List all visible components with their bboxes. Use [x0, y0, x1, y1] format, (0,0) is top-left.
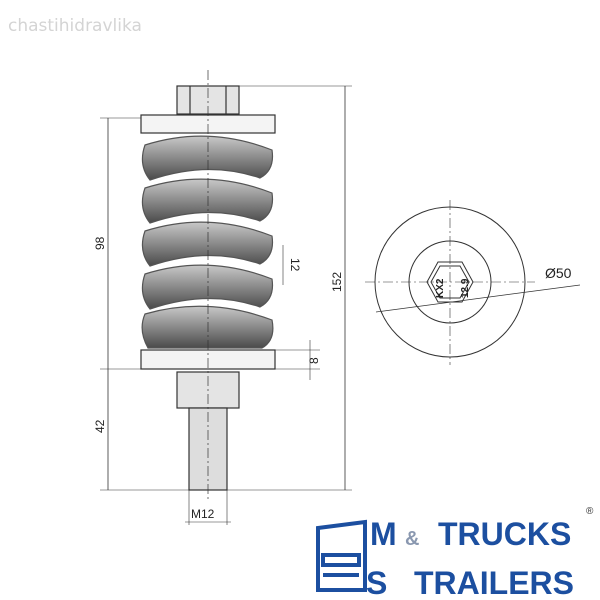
logo-m: M: [370, 516, 397, 552]
dim-m12: M12: [191, 507, 215, 521]
logo-amp: &: [405, 528, 419, 550]
company-logo: M S TRUCKS & TRAILERS ®: [316, 506, 594, 600]
dim-42: 42: [93, 419, 107, 433]
dim-12: 12: [288, 258, 302, 272]
hex-mark-grade: 12.9: [460, 278, 471, 298]
logo-trucks: TRUCKS: [438, 516, 571, 552]
watermark: chastihidravlika: [8, 16, 142, 36]
logo-registered: ®: [586, 506, 594, 517]
dim-diameter: Ø50: [545, 265, 572, 281]
truck-icon: [316, 519, 367, 592]
dim-98: 98: [93, 236, 107, 250]
logo-trailers: TRAILERS: [414, 565, 574, 600]
dim-8: 8: [307, 357, 321, 364]
spring-coils: [141, 135, 274, 349]
dim-152: 152: [330, 272, 344, 292]
hex-mark-kx2: KX2: [435, 278, 446, 298]
logo-s: S: [366, 565, 387, 600]
side-view: [100, 70, 352, 525]
top-nut: [176, 85, 240, 115]
top-view: [365, 200, 581, 365]
